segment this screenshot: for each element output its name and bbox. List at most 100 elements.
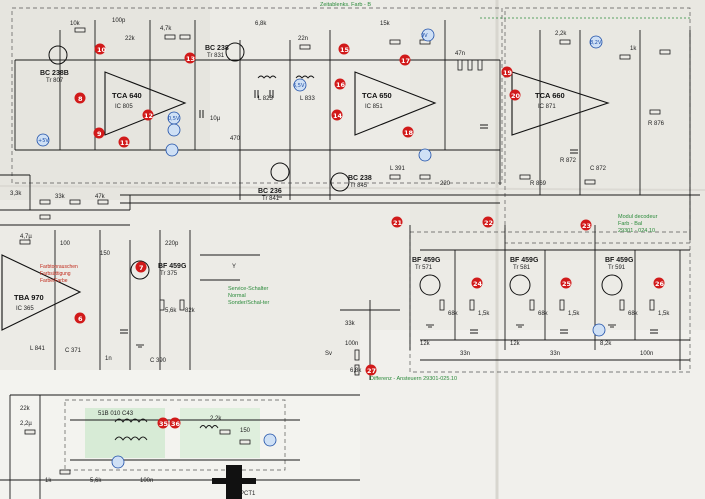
c-label: 33n bbox=[460, 351, 470, 357]
tp-18: 18 bbox=[404, 129, 414, 137]
decoder-module-label-2: Farb - Bal bbox=[618, 221, 642, 227]
ref-label: L 841 bbox=[30, 346, 45, 352]
v-marker-2: 0,5V bbox=[168, 116, 180, 122]
ic-tca650: TCA 650 IC 851 bbox=[354, 71, 437, 136]
tp-7: 7 bbox=[139, 264, 144, 272]
pct-connector bbox=[212, 465, 256, 499]
v-marker-3: 6,5V bbox=[293, 83, 305, 89]
r-label: 470 bbox=[230, 136, 241, 142]
ic-tba970-ref: IC 365 bbox=[16, 306, 34, 312]
c-label: 22n bbox=[298, 36, 308, 42]
decoder-module-label-3: 29301 - 024.10 bbox=[618, 228, 655, 234]
tp-16: 16 bbox=[336, 81, 346, 89]
tr841-ref: Tr 841 bbox=[262, 196, 280, 202]
service-label-2: Sonder/Schal-ter bbox=[228, 300, 269, 306]
r-label: 68k bbox=[448, 311, 459, 317]
c-label: 100n bbox=[140, 478, 153, 484]
tp-14: 14 bbox=[333, 112, 343, 120]
testpoints: 10 8 9 11 12 13 14 15 16 17 18 19 20 21 … bbox=[74, 43, 665, 429]
tr571-name: BF 459G bbox=[412, 257, 441, 264]
tp-25: 25 bbox=[562, 280, 572, 288]
tp-15: 15 bbox=[340, 46, 350, 54]
ic-tca660-ref: IC 871 bbox=[538, 104, 556, 110]
tr845-ref: Tr 845 bbox=[350, 183, 368, 189]
sv-label: Sv bbox=[325, 351, 332, 357]
tr831-ref: Tr 831 bbox=[207, 53, 225, 59]
transistor-symbols bbox=[48, 42, 623, 296]
tr807-ref: Tr 807 bbox=[46, 78, 64, 84]
r-label: 1k bbox=[630, 46, 637, 52]
tr571-ref: Tr 571 bbox=[415, 265, 433, 271]
ref-label: R 872 bbox=[560, 158, 577, 164]
tp-24: 24 bbox=[473, 280, 483, 288]
ic-tca640-name: TCA 640 bbox=[112, 91, 142, 100]
ref-label: L 833 bbox=[300, 96, 315, 102]
ic-tca660: TCA 660 IC 871 bbox=[511, 71, 610, 136]
ref-label: C 872 bbox=[590, 166, 607, 172]
normal-label: Normal bbox=[228, 293, 246, 299]
tp-12: 12 bbox=[144, 112, 153, 120]
ic-tba970: TBA 970 IC 365 bbox=[1, 254, 82, 331]
tr581-ref: Tr 581 bbox=[513, 265, 531, 271]
tp-10: 10 bbox=[97, 46, 107, 54]
coil-glyphs bbox=[114, 75, 315, 441]
tr375-ref: Tr 375 bbox=[160, 271, 178, 277]
tr845-name: BC 238 bbox=[348, 175, 372, 182]
r-label: 2,2k bbox=[210, 416, 222, 422]
c-label: 47n bbox=[455, 51, 465, 57]
decoder-module-label: Modul decodeur bbox=[618, 214, 658, 220]
tr831-name: BC 238 bbox=[205, 45, 229, 52]
tp-35: 35 bbox=[159, 420, 169, 428]
c-label: 100n bbox=[345, 341, 358, 347]
r-label: 12k bbox=[420, 341, 431, 347]
v-marker-5: 8,2V bbox=[590, 40, 602, 46]
farbsaettigung-note: Farbsättigung bbox=[40, 271, 71, 277]
tp-11: 11 bbox=[120, 139, 130, 147]
passive-components bbox=[19, 27, 671, 475]
c-label: 10µ bbox=[210, 116, 221, 122]
tp-20: 20 bbox=[511, 92, 521, 100]
ic-tca640-ref: IC 805 bbox=[115, 104, 133, 110]
tp-36: 36 bbox=[171, 420, 181, 428]
r-label: 150 bbox=[240, 428, 251, 434]
green-annotations: Modul decodeur Farb - Bal 29301 - 024.10… bbox=[228, 214, 658, 382]
ref-label: L 391 bbox=[390, 166, 405, 172]
tr591-name: BF 459G bbox=[605, 257, 634, 264]
r-label: 68k bbox=[628, 311, 639, 317]
tp-17: 17 bbox=[401, 57, 410, 65]
r-label: 10k bbox=[70, 21, 81, 27]
tp-23: 23 bbox=[582, 222, 591, 230]
r-label: 15k bbox=[380, 21, 391, 27]
ref-label: R 869 bbox=[530, 181, 547, 187]
capacitor-glyphs bbox=[120, 90, 658, 334]
r-label: 47k bbox=[95, 194, 106, 200]
red-annotations: Farbtonrauschen Farbsättigung Farbe/Farb… bbox=[40, 264, 78, 284]
r-label: 33k bbox=[345, 321, 356, 327]
section-title: Zeitablenks. Farb - B bbox=[320, 2, 371, 8]
c-label: 33n bbox=[550, 351, 560, 357]
r-label: 5,6k bbox=[90, 478, 102, 484]
r-label: 22k bbox=[20, 406, 31, 412]
ref-label: C 371 bbox=[65, 348, 82, 354]
tp-22: 22 bbox=[484, 219, 493, 227]
chroma-module-border bbox=[11, 7, 503, 184]
c-label: 100n bbox=[640, 351, 653, 357]
r-label: 100 bbox=[60, 241, 71, 247]
tr841-name: BC 236 bbox=[258, 188, 282, 195]
c-label: 1n bbox=[105, 356, 112, 362]
ref-label: L 823 bbox=[258, 96, 273, 102]
ic-tba970-name: TBA 970 bbox=[14, 293, 44, 302]
r-label: 82k bbox=[185, 308, 196, 314]
r-label: 33k bbox=[55, 194, 66, 200]
c-label: 4,7µ bbox=[20, 234, 32, 240]
c-label: 100p bbox=[112, 18, 126, 24]
r-label: 12k bbox=[510, 341, 521, 347]
r-label: 6,8k bbox=[255, 21, 267, 27]
ref-label: C 390 bbox=[150, 358, 167, 364]
r-label: 1k bbox=[45, 478, 52, 484]
ground-symbols bbox=[136, 194, 616, 348]
v-marker-4: 9V bbox=[421, 33, 428, 39]
r-label: 220 bbox=[440, 181, 451, 187]
r-label: 4,7k bbox=[160, 26, 172, 32]
